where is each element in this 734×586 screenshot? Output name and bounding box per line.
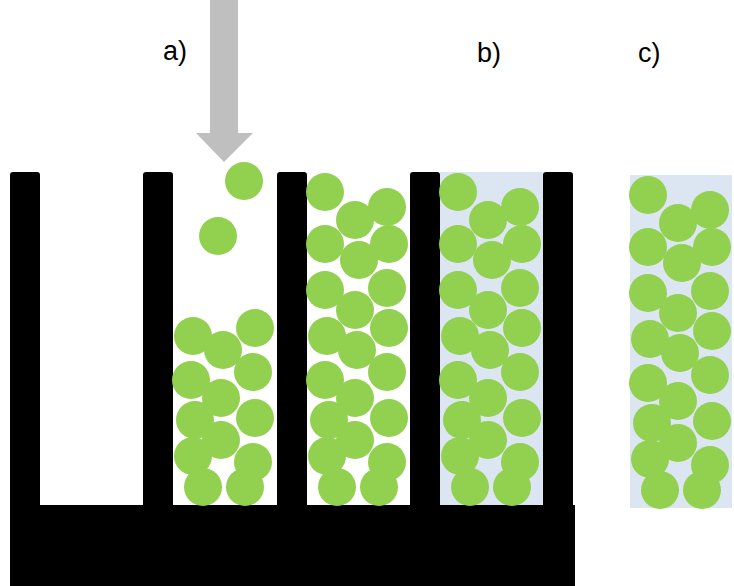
sphere bbox=[184, 468, 222, 506]
sphere bbox=[691, 356, 729, 394]
sphere bbox=[501, 353, 539, 391]
sphere bbox=[629, 176, 667, 214]
mould-base bbox=[10, 505, 575, 586]
sphere bbox=[370, 309, 408, 347]
sphere bbox=[226, 468, 264, 506]
sphere bbox=[451, 468, 489, 506]
sphere bbox=[659, 294, 697, 332]
sphere bbox=[336, 201, 374, 239]
infiltrated-matrix bbox=[440, 172, 543, 505]
sphere bbox=[225, 162, 263, 200]
sphere bbox=[439, 225, 477, 263]
sphere bbox=[360, 468, 398, 506]
sphere bbox=[469, 201, 507, 239]
mould-wall bbox=[277, 172, 307, 512]
sphere bbox=[199, 217, 237, 255]
sphere bbox=[370, 399, 408, 437]
sphere bbox=[641, 471, 679, 509]
sphere bbox=[306, 173, 344, 211]
filling-arrow bbox=[196, 0, 253, 162]
released-matrix bbox=[630, 175, 732, 508]
mould-wall bbox=[543, 172, 573, 512]
sphere bbox=[236, 309, 274, 347]
sphere bbox=[370, 225, 408, 263]
sphere bbox=[683, 471, 721, 509]
sphere bbox=[501, 269, 539, 307]
mould-wall bbox=[143, 172, 173, 512]
panel-label: a) bbox=[163, 38, 187, 65]
mould-template bbox=[10, 172, 575, 586]
mould-wall bbox=[410, 172, 440, 512]
sphere bbox=[306, 225, 344, 263]
sphere bbox=[234, 353, 272, 391]
mould-wall bbox=[10, 172, 40, 512]
sphere bbox=[439, 173, 477, 211]
sphere bbox=[318, 468, 356, 506]
sphere bbox=[368, 269, 406, 307]
sphere bbox=[368, 353, 406, 391]
sphere bbox=[493, 468, 531, 506]
sphere bbox=[693, 312, 731, 350]
sphere bbox=[691, 272, 729, 310]
sphere bbox=[503, 399, 541, 437]
sphere bbox=[693, 402, 731, 440]
sphere bbox=[503, 309, 541, 347]
sphere bbox=[336, 291, 374, 329]
panel-label: c) bbox=[638, 40, 661, 67]
sphere-group bbox=[172, 162, 731, 509]
panel-label: b) bbox=[477, 40, 501, 67]
sphere bbox=[693, 228, 731, 266]
sphere bbox=[629, 228, 667, 266]
sphere bbox=[503, 225, 541, 263]
sphere bbox=[236, 399, 274, 437]
sphere bbox=[469, 291, 507, 329]
sphere bbox=[659, 204, 697, 242]
